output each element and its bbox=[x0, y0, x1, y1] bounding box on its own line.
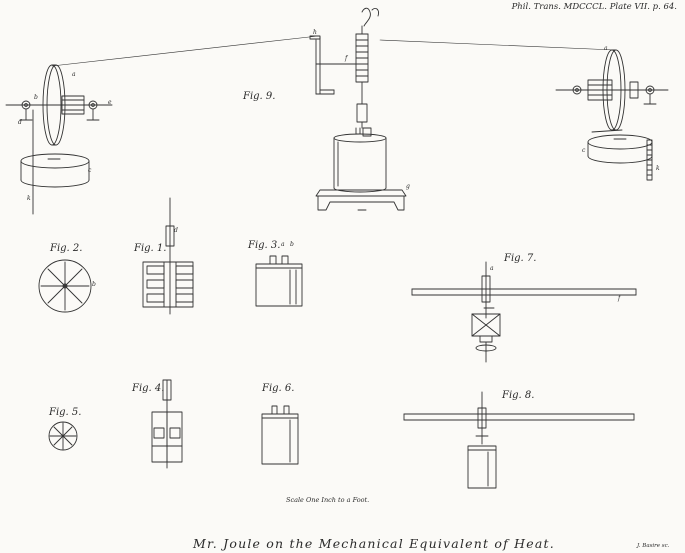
scale-note: Scale One Inch to a Foot. bbox=[286, 496, 370, 504]
letter-a-left-pulley: a bbox=[72, 71, 76, 78]
letter-a-fig3: a bbox=[281, 241, 285, 248]
fig7-apparatus bbox=[411, 261, 637, 363]
fig5-vane-disc bbox=[48, 421, 78, 451]
fig1-paddle-wheel bbox=[142, 197, 194, 315]
fig9-winch bbox=[309, 35, 363, 95]
fig6-label: Fig. 6. bbox=[262, 383, 295, 394]
fig9-right-pulley bbox=[555, 49, 669, 131]
letter-b-fig3: b bbox=[290, 241, 294, 248]
fig9-calorimeter bbox=[315, 127, 407, 211]
fig9-graduated-scale bbox=[646, 139, 653, 181]
fig9-label: Fig. 9. bbox=[243, 91, 276, 102]
letter-b-left-axle: b bbox=[34, 94, 38, 101]
letter-k-right-scale: k bbox=[656, 165, 660, 172]
letter-f-fig7: f bbox=[618, 295, 621, 302]
letter-f-roller: f bbox=[345, 55, 348, 62]
fig3-label: Fig. 3. bbox=[248, 240, 281, 251]
plate-title: Mr. Joule on the Mechanical Equivalent o… bbox=[193, 536, 555, 551]
letter-d-left-bearing: d bbox=[18, 119, 22, 126]
letter-a-fig7: a bbox=[490, 265, 494, 272]
fig4-paddle-wheel bbox=[151, 379, 183, 469]
fig9-strings bbox=[51, 35, 616, 67]
fig5-label: Fig. 5. bbox=[49, 407, 82, 418]
letter-e-left-axle: e bbox=[108, 99, 112, 106]
engraver-credit: J. Basire sc. bbox=[637, 543, 670, 549]
letter-k-left-scale: k bbox=[27, 195, 31, 202]
letter-g-stand: g bbox=[406, 183, 410, 190]
fig6-vessel bbox=[261, 405, 299, 465]
fig9-right-weight bbox=[587, 129, 653, 164]
fig2-vane-disc bbox=[38, 259, 92, 313]
letter-a-right-pulley: a bbox=[604, 45, 608, 52]
fig2-label: Fig. 2. bbox=[50, 243, 83, 254]
fig9-left-weight bbox=[20, 109, 90, 215]
letter-d-fig1: d bbox=[174, 227, 178, 234]
letter-b-fig2: b bbox=[92, 281, 96, 288]
fig9-roller bbox=[355, 7, 379, 129]
letter-h-winch: h bbox=[313, 29, 317, 36]
fig8-label: Fig. 8. bbox=[502, 390, 535, 401]
letter-c-right-weight: c bbox=[582, 147, 586, 154]
fig9-left-pulley bbox=[5, 64, 113, 146]
fig7-label: Fig. 7. bbox=[504, 253, 537, 264]
letter-c-left-weight: c bbox=[88, 167, 92, 174]
fig1-label: Fig. 1. bbox=[134, 243, 167, 254]
fig8-apparatus bbox=[403, 391, 635, 489]
plate-header: Phil. Trans. MDCCCL. Plate VII. p. 64. bbox=[511, 2, 677, 12]
fig3-vessel bbox=[255, 255, 303, 307]
fig4-label: Fig. 4. bbox=[132, 383, 165, 394]
